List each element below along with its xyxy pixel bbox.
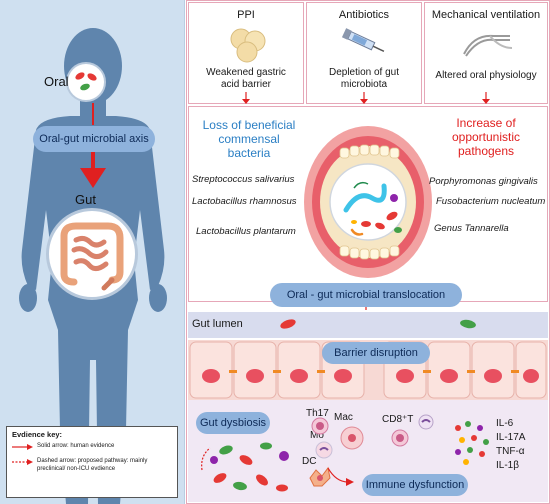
factor-title-ventilation: Mechanical ventilation	[431, 9, 541, 21]
immune-arrow	[327, 467, 354, 486]
intestine-icon	[60, 222, 124, 291]
solid-arrow-label: Solid arrow: human evidence	[37, 443, 115, 449]
th17-label: Th17	[306, 408, 329, 419]
factor-arrow-ppi	[242, 92, 250, 104]
cytokine-4: IL-1β	[496, 460, 519, 471]
factor-arrow-ventilation	[482, 92, 490, 104]
factor-effect-ppi: Weakened gastric acid barrier	[206, 67, 286, 90]
commensal-2: Lactobacillus rhamnosus	[192, 196, 297, 207]
factor-title-antibiotics: Antibiotics	[338, 9, 390, 21]
pill-icon	[230, 28, 266, 63]
cd8-label: CD8⁺T	[382, 414, 414, 425]
barrier-disruption-pill: Barrier disruption	[322, 342, 430, 364]
oral-circle	[66, 62, 106, 102]
oral-axis-line	[92, 103, 94, 125]
cytokine-3: TNF-α	[496, 446, 525, 457]
gut-lumen-band	[188, 312, 548, 338]
increase-title: Increase of opportunistic pathogens	[451, 116, 521, 158]
cytokine-dots	[455, 421, 489, 465]
dc-label: DC	[302, 456, 317, 467]
cytokine-2: IL-17A	[496, 432, 526, 443]
gut-lumen-label: Gut lumen	[192, 318, 243, 330]
open-mouth-illustration	[304, 126, 432, 278]
evidence-key-box	[6, 426, 178, 498]
lumen-bacteria	[280, 319, 476, 329]
immune-dysfunction-pill: Immune dysfunction	[362, 474, 468, 496]
dashed-arrow-icon	[12, 459, 33, 465]
pathogen-2: Fusobacterium nucleatum	[436, 196, 546, 207]
oral-gut-axis-pill: Oral-gut microbial axis	[33, 126, 155, 152]
mo-label: Mo	[310, 430, 324, 441]
loss-title: Loss of beneficial commensal bacteria	[202, 118, 296, 160]
mac-label: Mac	[334, 412, 353, 423]
pathogen-1: Porphyromonas gingivalis	[429, 176, 538, 187]
factor-effect-antibiotics: Depletion of gut microbiota	[328, 67, 400, 90]
solid-arrow-icon	[12, 444, 33, 450]
dysbiosis-bacteria	[201, 442, 289, 492]
oral-label: Oral	[44, 74, 69, 89]
ventilation-tube-icon	[463, 34, 513, 57]
oral-bacteria-icon	[75, 72, 97, 91]
commensal-3: Lactobacillus plantarum	[196, 226, 296, 237]
pathogen-3: Genus Tannarella	[434, 223, 509, 234]
syringe-icon	[341, 28, 385, 52]
translocation-pill: Oral - gut microbial translocation	[270, 283, 462, 307]
factor-title-ppi: PPI	[237, 9, 255, 21]
dashed-arrow-label: Dashed arrow: proposed pathway: mainly p…	[37, 458, 148, 472]
cytokine-1: IL-6	[496, 418, 514, 429]
factor-arrow-antibiotics	[360, 92, 368, 104]
evidence-key-title: Evdience key:	[12, 430, 63, 439]
factor-effect-ventilation: Altered oral physiology	[435, 70, 537, 81]
gut-label: Gut	[75, 192, 96, 207]
gut-dysbiosis-pill: Gut dysbiosis	[196, 412, 270, 434]
axis-down-arrow	[80, 152, 106, 188]
immune-cells	[309, 414, 434, 487]
commensal-1: Streptococcus salivarius	[192, 174, 295, 185]
